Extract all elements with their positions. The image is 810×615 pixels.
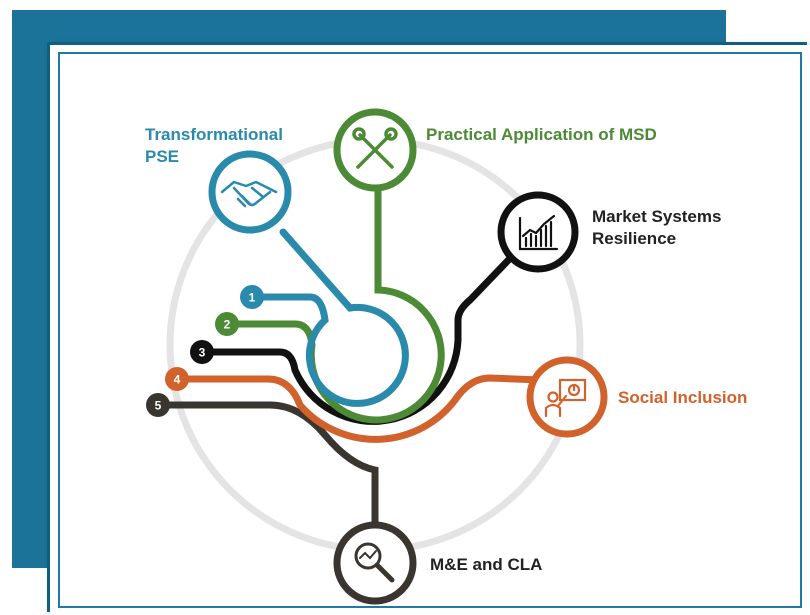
card-border <box>58 52 802 608</box>
badge-1: 1 <box>240 285 264 309</box>
line-3 <box>198 244 524 425</box>
badge-2-number: 2 <box>224 318 231 332</box>
chart-icon <box>518 214 559 251</box>
line-1 <box>248 228 409 407</box>
node-pse <box>208 150 292 234</box>
badge-4: 4 <box>165 367 189 391</box>
label-me-and-cla: M&E and CLA <box>430 555 543 574</box>
node-msr <box>497 191 579 273</box>
badge-3-number: 3 <box>199 346 206 360</box>
line-5 <box>157 401 379 552</box>
label-market-systems-resilience: Market Systems Resilience <box>592 207 722 248</box>
node-me <box>333 521 417 605</box>
badge-4-number: 4 <box>174 373 181 387</box>
badge-1-number: 1 <box>249 291 256 305</box>
magnifier-icon <box>354 542 395 583</box>
tools-icon <box>352 127 398 169</box>
line-4 <box>173 374 579 443</box>
badge-5-number: 5 <box>155 399 162 413</box>
presenter-icon <box>544 378 587 418</box>
badge-3: 3 <box>190 340 214 364</box>
badge-2: 2 <box>215 312 239 336</box>
handshake-icon <box>220 180 278 208</box>
node-si <box>526 356 608 438</box>
label-practical-application-msd: Practical Application of MSD <box>426 125 657 144</box>
diagram-card <box>50 45 810 615</box>
node-msd <box>333 108 417 192</box>
label-social-inclusion: Social Inclusion <box>618 388 748 407</box>
label-transformational-pse: Transformational PSE <box>145 125 283 166</box>
badge-5: 5 <box>146 393 170 417</box>
